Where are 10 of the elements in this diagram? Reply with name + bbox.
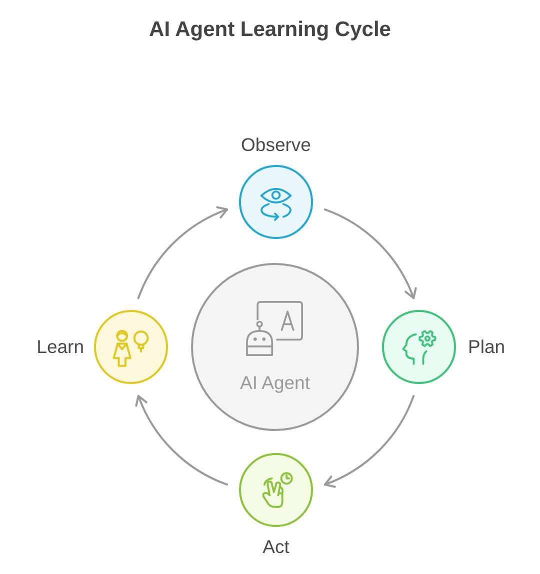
stage-label: Plan	[468, 336, 506, 358]
stage-label: Learn	[36, 336, 84, 358]
curved-arrow	[324, 208, 416, 300]
agent-label: AI Agent	[240, 372, 310, 394]
curved-arrow	[136, 394, 228, 486]
stage-label: Observe	[241, 134, 311, 156]
stage-label: Act	[262, 536, 290, 558]
curved-arrow	[137, 206, 228, 300]
diagram-title: AI Agent Learning Cycle	[148, 17, 392, 43]
curved-arrow	[324, 394, 415, 488]
